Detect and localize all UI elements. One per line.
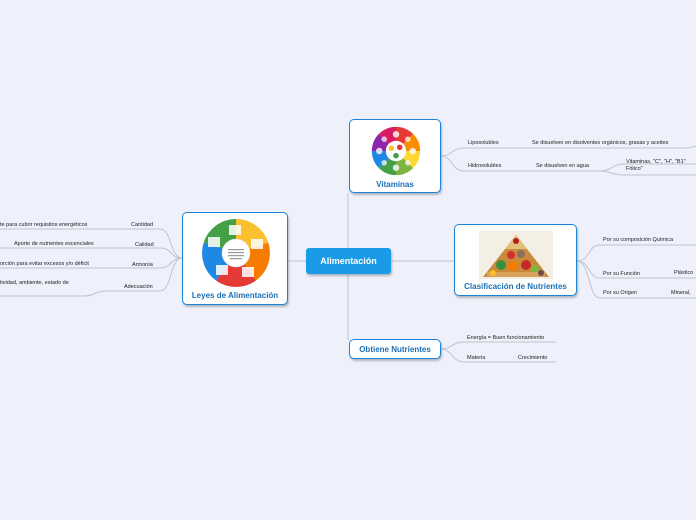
label-hidrosolubles-examples-line2: Fólico" <box>626 166 643 172</box>
connector-vit-hidro <box>440 155 532 172</box>
label-calidad[interactable]: Calidad <box>135 242 154 248</box>
vitamin-wheel-image <box>371 126 421 176</box>
label-origen[interactable]: Por su Origen <box>603 290 637 296</box>
connector-leyes-calidad <box>110 247 183 259</box>
node-leyes-title: Leyes de Alimentación <box>191 291 279 300</box>
label-energia[interactable]: Energía = Buen funcionamiento <box>467 335 545 341</box>
connector-obt-energia <box>440 341 556 350</box>
connector-adecuacion-desc <box>0 290 107 297</box>
node-leyes[interactable]: Leyes de Alimentación <box>182 212 288 305</box>
nutrition-laws-wheel-image <box>202 219 270 288</box>
connector-leyes-cantidad <box>106 228 183 259</box>
central-topic-label: Alimentación <box>320 256 377 266</box>
central-topic[interactable]: Alimentación <box>306 248 391 274</box>
connector-leyes-armonia <box>106 257 183 269</box>
label-origen-value[interactable]: Mineral, <box>671 290 691 296</box>
label-materia[interactable]: Materia <box>467 355 486 361</box>
label-hidrosolubles[interactable]: Hidrosolubles <box>468 163 502 169</box>
food-pyramid-image <box>479 231 553 279</box>
connector-lipo-desc <box>530 145 696 149</box>
node-vitaminas[interactable]: Vitaminas <box>349 119 441 193</box>
label-adecuacion-desc[interactable]: tividad, ambiente, estado de <box>0 280 69 286</box>
connector-vit-lipo <box>440 147 530 157</box>
node-obtiene[interactable]: Obtiene Nutrientes <box>349 339 441 359</box>
label-hidrosolubles-examples[interactable]: Vitaminas, "C", "H", "B1" Fólico" <box>626 159 686 173</box>
node-vitaminas-title: Vitaminas <box>376 180 414 189</box>
node-clasificacion-title: Clasificación de Nutrientes <box>464 282 567 291</box>
label-hidrosolubles-examples-line1: Vitaminas, "C", "H", "B1" <box>626 159 686 165</box>
label-cantidad[interactable]: Cantidad <box>131 222 154 228</box>
node-obtiene-title: Obtiene Nutrientes <box>359 345 431 354</box>
connector-clas-comp <box>576 244 696 262</box>
label-hidrosolubles-desc[interactable]: Se disuelven en agua <box>536 163 589 169</box>
connector-obt-materia <box>440 348 514 363</box>
node-clasificacion[interactable]: Clasificación de Nutrientes <box>454 224 577 296</box>
label-liposolubles[interactable]: Liposolubles <box>468 140 499 146</box>
connector-clas-orig <box>576 260 668 299</box>
label-armonia-desc[interactable]: orción para evitar excesos y/o déficit <box>0 261 89 267</box>
label-funcion-value[interactable]: Plástico <box>674 270 694 276</box>
label-cantidad-desc[interactable]: te para cubrir requisitos energéticos <box>0 222 88 228</box>
label-armonia[interactable]: Armonía <box>132 262 153 268</box>
label-crecimiento[interactable]: Crecimiento <box>518 355 548 361</box>
connector-hidro-ex <box>599 163 696 172</box>
label-liposolubles-desc[interactable]: Se disuelven en disolventes orgánicos, g… <box>532 140 669 146</box>
label-calidad-desc[interactable]: Aporte de nutrientes escenciales <box>14 241 94 247</box>
label-composicion[interactable]: Por su composición Química <box>603 237 673 243</box>
label-adecuacion[interactable]: Adecuación <box>124 284 153 290</box>
connector-leyes-adecuacion <box>106 257 183 292</box>
label-funcion[interactable]: Por su Función <box>603 271 640 277</box>
